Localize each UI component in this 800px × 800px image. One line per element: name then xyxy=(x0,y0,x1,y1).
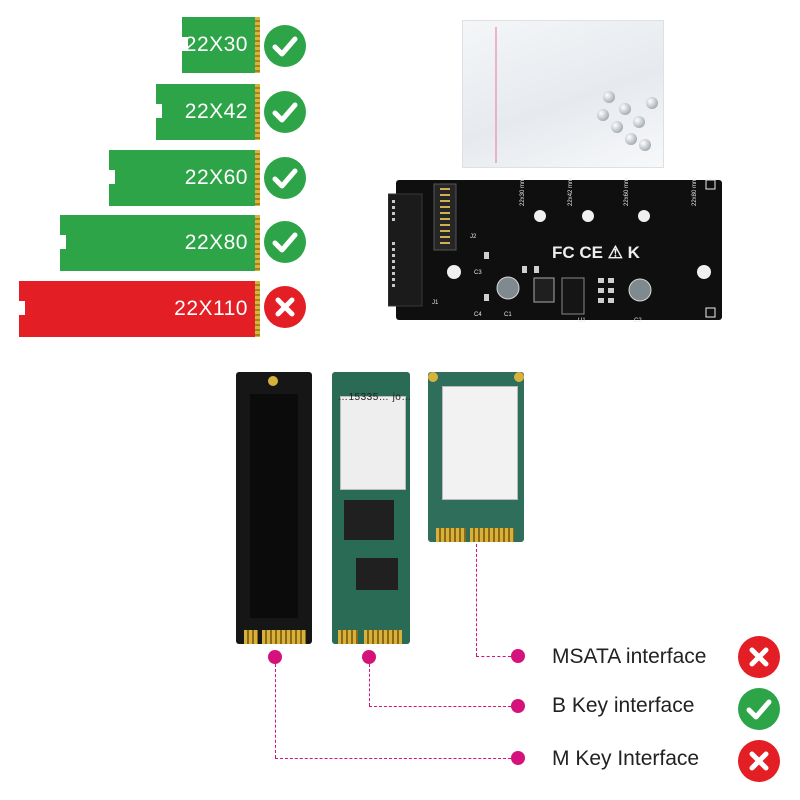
ref-label: J2 xyxy=(470,234,477,240)
m-key-ssd-image xyxy=(236,372,312,644)
check-icon xyxy=(264,157,306,199)
adapter-marking: 22x30 mm xyxy=(520,178,526,206)
adapter-marking: 22x80 mm xyxy=(692,178,698,206)
b-key-ssd-image xyxy=(332,372,410,644)
watermark-text: …15335… jo… xyxy=(338,392,412,403)
b-key-interface-label: B Key interface xyxy=(552,694,695,717)
check-icon xyxy=(264,221,306,263)
size-label: 22X60 xyxy=(184,166,248,189)
ref-label: C1 xyxy=(504,312,512,318)
size-label: 22X110 xyxy=(174,297,248,320)
screws-bag-image xyxy=(462,20,664,168)
adapter-marking: 22x42 mm xyxy=(568,178,574,206)
ref-label: U1 xyxy=(578,318,586,324)
check-icon xyxy=(738,688,780,730)
check-icon xyxy=(264,91,306,133)
adapter-board-image: 22x30 mm 22x42 mm 22x60 mm 22x80 mm J2 J… xyxy=(388,178,722,324)
pointer-dot-b-key-end xyxy=(511,699,525,713)
size-label: 22X42 xyxy=(184,100,248,123)
msata-ssd-image xyxy=(428,372,524,542)
cert-marks: FC CE ⚠ K xyxy=(552,243,641,262)
ref-label: C3 xyxy=(474,270,482,276)
ref-label: C4 xyxy=(474,312,482,318)
msata-interface-label: MSATA interface xyxy=(552,645,707,668)
check-icon xyxy=(264,25,306,67)
m-key-interface-label: M Key Interface xyxy=(552,747,700,770)
pointer-dot-msata-end xyxy=(511,649,525,663)
ref-label: J1 xyxy=(432,300,439,306)
size-label: 22X80 xyxy=(184,231,248,254)
cross-icon xyxy=(738,740,780,782)
size-bar-22x110: 22X110 xyxy=(19,281,260,337)
adapter-marking: 22x60 mm xyxy=(624,178,630,206)
pointer-dot-b-key xyxy=(362,650,376,664)
pointer-dot-m-key-end xyxy=(511,751,525,765)
cross-icon xyxy=(738,636,780,678)
cross-icon xyxy=(264,286,306,328)
size-bar-22x30: 22X30 xyxy=(182,17,260,73)
pointer-dot-m-key xyxy=(268,650,282,664)
ref-label: C2 xyxy=(634,318,642,324)
size-bar-22x80: 22X80 xyxy=(60,215,260,271)
size-bar-22x60: 22X60 xyxy=(109,150,260,206)
size-bar-22x42: 22X42 xyxy=(156,84,260,140)
size-label: 22X30 xyxy=(184,33,248,56)
